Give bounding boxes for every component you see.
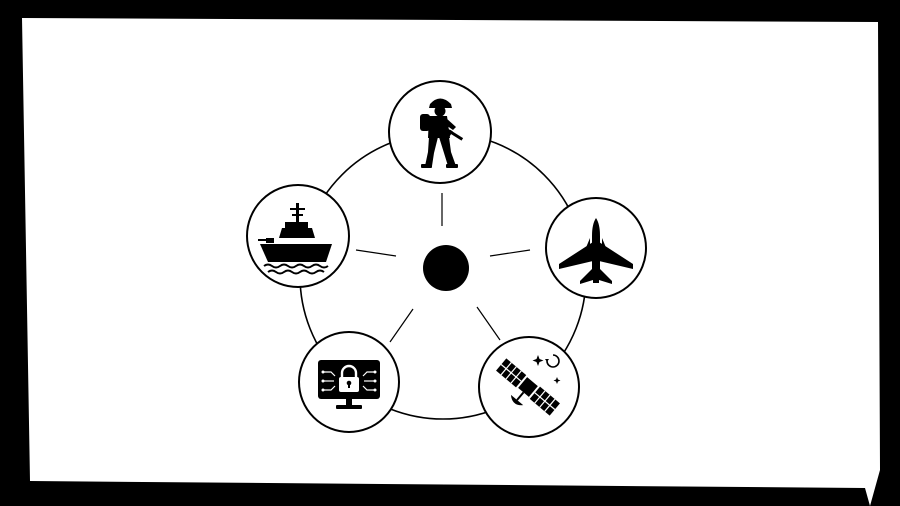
center-hub <box>423 245 469 291</box>
spoke-warship <box>355 249 397 257</box>
warship-icon <box>258 203 332 275</box>
fighter-jet-icon <box>559 218 633 284</box>
soldier-node <box>388 80 492 184</box>
spokes <box>355 193 531 343</box>
spoke-fighter-jet <box>489 249 531 257</box>
satellite-icon <box>496 354 561 416</box>
cyber-security-node <box>298 331 400 433</box>
soldier-icon <box>420 98 464 168</box>
spoke-satellite <box>476 306 501 341</box>
padlock-monitor-icon <box>318 360 380 409</box>
fighter-jet-node <box>545 197 647 299</box>
spoke-cyber <box>389 308 414 343</box>
warship-node <box>246 184 350 288</box>
satellite-node <box>478 336 580 438</box>
